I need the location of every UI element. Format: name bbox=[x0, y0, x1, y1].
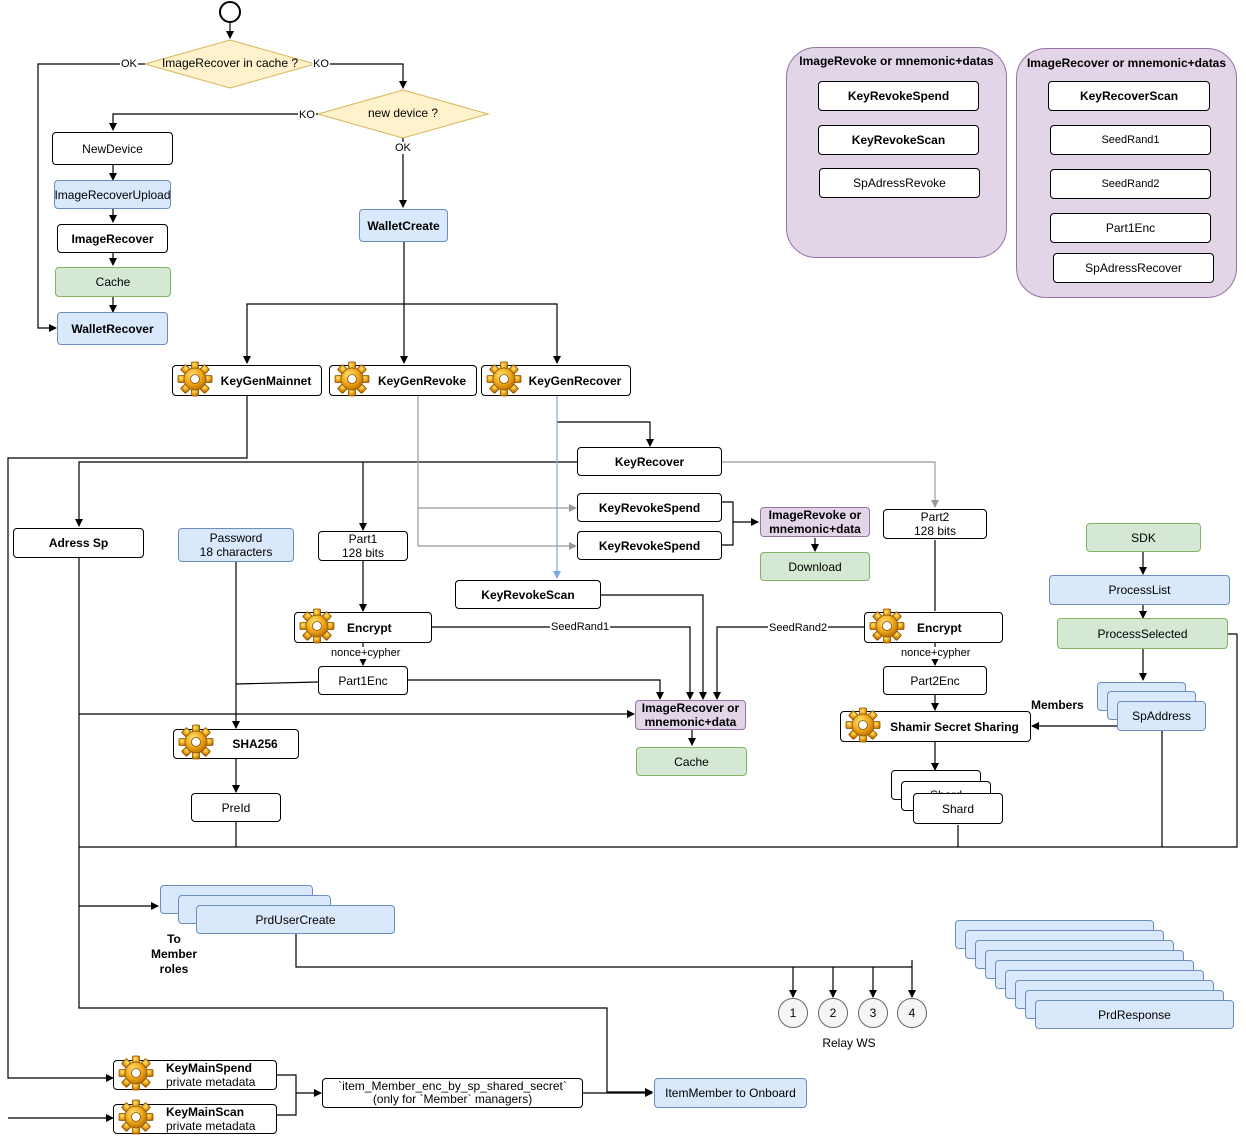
relay-node-2[interactable]: 2 bbox=[818, 998, 848, 1028]
prdusercreate-node[interactable]: PrdUserCreate bbox=[196, 905, 395, 934]
keygen-mainnet-node[interactable]: KeyGenMainnet bbox=[172, 365, 322, 396]
device-decision-label: new device ? bbox=[367, 106, 439, 120]
shard-node[interactable]: Shard bbox=[913, 793, 1003, 824]
keymainspend-label: KeyMainSpend private metadata bbox=[156, 1061, 276, 1089]
walletcreate-node[interactable]: WalletCreate bbox=[359, 209, 448, 242]
keygen-recover-node[interactable]: KeyGenRecover bbox=[481, 365, 631, 396]
panel-part1enc[interactable]: Part1Enc bbox=[1050, 213, 1211, 243]
keymainscan-node[interactable]: KeyMainScan private metadata bbox=[113, 1104, 277, 1134]
imagerecover-node[interactable]: ImageRecover bbox=[57, 224, 168, 253]
cache-node[interactable]: Cache bbox=[55, 267, 171, 297]
keymainscan-title: KeyMainScan bbox=[166, 1105, 245, 1119]
start-node bbox=[219, 1, 241, 23]
edge-label-nonce-cypher: nonce+cypher bbox=[900, 647, 972, 659]
encrypt-label: Encrypt bbox=[347, 620, 392, 635]
sha256-label: SHA256 bbox=[232, 737, 278, 751]
spaddress-node[interactable]: SpAddress bbox=[1117, 701, 1206, 731]
edge-label-seedrand2: SeedRand2 bbox=[768, 622, 829, 634]
keyrecover-node[interactable]: KeyRecover bbox=[577, 447, 722, 476]
preid-node[interactable]: PreId bbox=[191, 793, 281, 822]
encrypt-label: Encrypt bbox=[917, 620, 962, 635]
itemmember-onboard-node[interactable]: ItemMember to Onboard bbox=[654, 1078, 807, 1108]
relay-node-1[interactable]: 1 bbox=[778, 998, 808, 1028]
prdresponse-node[interactable]: PrdResponse bbox=[1035, 1000, 1234, 1029]
panel-spadressrevoke[interactable]: SpAdressRevoke bbox=[819, 168, 980, 198]
shamir-node[interactable]: Shamir Secret Sharing bbox=[840, 711, 1031, 742]
part1-node[interactable]: Part1 128 bits bbox=[318, 531, 408, 561]
gear-icon bbox=[297, 606, 337, 646]
encrypt-node-1[interactable]: Encrypt bbox=[294, 612, 432, 643]
gear-icon bbox=[332, 359, 372, 399]
imagerecoverupload-node[interactable]: ImageRecoverUpload bbox=[54, 180, 171, 209]
keygen-revoke-node[interactable]: KeyGenRevoke bbox=[329, 365, 477, 396]
item-member-encrypted-node[interactable]: `item_Member_enc_by_sp_shared_secret` (o… bbox=[322, 1078, 583, 1108]
gear-icon bbox=[176, 722, 216, 762]
keymainspend-title: KeyMainSpend bbox=[166, 1061, 253, 1075]
keymainscan-label: KeyMainScan private metadata bbox=[156, 1105, 276, 1133]
gear-icon bbox=[116, 1053, 156, 1093]
gear-icon bbox=[843, 705, 883, 745]
panel-seedrand1[interactable]: SeedRand1 bbox=[1050, 125, 1211, 155]
processlist-node[interactable]: ProcessList bbox=[1049, 575, 1230, 605]
gear-icon bbox=[867, 606, 907, 646]
download-node[interactable]: Download bbox=[760, 552, 870, 581]
keygen-recover-label: KeyGenRecover bbox=[528, 373, 622, 388]
panel-keyrecoverscan[interactable]: KeyRecoverScan bbox=[1048, 81, 1210, 111]
keygen-revoke-label: KeyGenRevoke bbox=[377, 373, 467, 388]
keygen-mainnet-label: KeyGenMainnet bbox=[220, 373, 312, 388]
cache-decision-label: ImageRecover in cache ? bbox=[161, 56, 299, 70]
imagerevoke-panel-title: ImageRevoke or mnemonic+datas bbox=[799, 54, 994, 68]
panel-spadressrecover[interactable]: SpAdressRecover bbox=[1053, 253, 1214, 283]
keyrevokespend-node-2[interactable]: KeyRevokeSpend bbox=[577, 531, 722, 560]
part2-node[interactable]: Part2 128 bits bbox=[883, 509, 987, 539]
keymainscan-sub: private metadata bbox=[166, 1119, 256, 1133]
panel-keyrevokescan[interactable]: KeyRevokeScan bbox=[818, 125, 979, 155]
imagerecover-output-node[interactable]: ImageRecover or mnemonic+data bbox=[635, 700, 746, 730]
edge-label-members: Members bbox=[1031, 698, 1084, 712]
keyrevokespend-node-1[interactable]: KeyRevokeSpend bbox=[577, 493, 722, 522]
edge-label-ok: OK bbox=[120, 58, 138, 70]
adress-sp-node[interactable]: Adress Sp bbox=[13, 528, 144, 558]
keymainspend-node[interactable]: KeyMainSpend private metadata bbox=[113, 1060, 277, 1090]
relay-node-4[interactable]: 4 bbox=[897, 998, 927, 1028]
encrypt-node-2[interactable]: Encrypt bbox=[864, 612, 1003, 643]
newdevice-node[interactable]: NewDevice bbox=[52, 132, 173, 165]
edge-label-ok: OK bbox=[394, 142, 412, 154]
edge-label-ko: KO bbox=[312, 58, 330, 70]
shamir-label: Shamir Secret Sharing bbox=[890, 719, 1019, 734]
imagerevoke-output-node[interactable]: ImageRevoke or mnemonic+data bbox=[760, 507, 870, 537]
processselected-node[interactable]: ProcessSelected bbox=[1057, 618, 1228, 649]
panel-seedrand2[interactable]: SeedRand2 bbox=[1050, 169, 1211, 199]
part2enc-node[interactable]: Part2Enc bbox=[883, 666, 987, 695]
gear-icon bbox=[116, 1097, 156, 1137]
panel-keyrevokespend[interactable]: KeyRevokeSpend bbox=[818, 81, 979, 111]
sdk-node[interactable]: SDK bbox=[1086, 523, 1201, 552]
relay-node-3[interactable]: 3 bbox=[858, 998, 888, 1028]
gear-icon bbox=[175, 359, 215, 399]
relay-ws-label: Relay WS bbox=[822, 1036, 876, 1050]
cache-decision-shape bbox=[143, 39, 317, 89]
edge-label-seedrand1: SeedRand1 bbox=[550, 621, 611, 633]
part1enc-node[interactable]: Part1Enc bbox=[318, 666, 408, 695]
keyrevokescan-node[interactable]: KeyRevokeScan bbox=[455, 580, 601, 609]
sha256-node[interactable]: SHA256 bbox=[173, 729, 299, 759]
gear-icon bbox=[484, 359, 524, 399]
password-node[interactable]: Password 18 characters bbox=[178, 528, 294, 562]
edge-label-nonce-cypher: nonce+cypher bbox=[330, 647, 402, 659]
imagerecover-panel-title: ImageRecover or mnemonic+datas bbox=[1026, 56, 1227, 70]
walletrecover-node[interactable]: WalletRecover bbox=[57, 312, 168, 345]
to-member-roles-label: To Member roles bbox=[150, 932, 197, 976]
edge-label-ko: KO bbox=[298, 109, 316, 121]
keymainspend-sub: private metadata bbox=[166, 1075, 256, 1089]
cache-output-node[interactable]: Cache bbox=[636, 747, 747, 776]
